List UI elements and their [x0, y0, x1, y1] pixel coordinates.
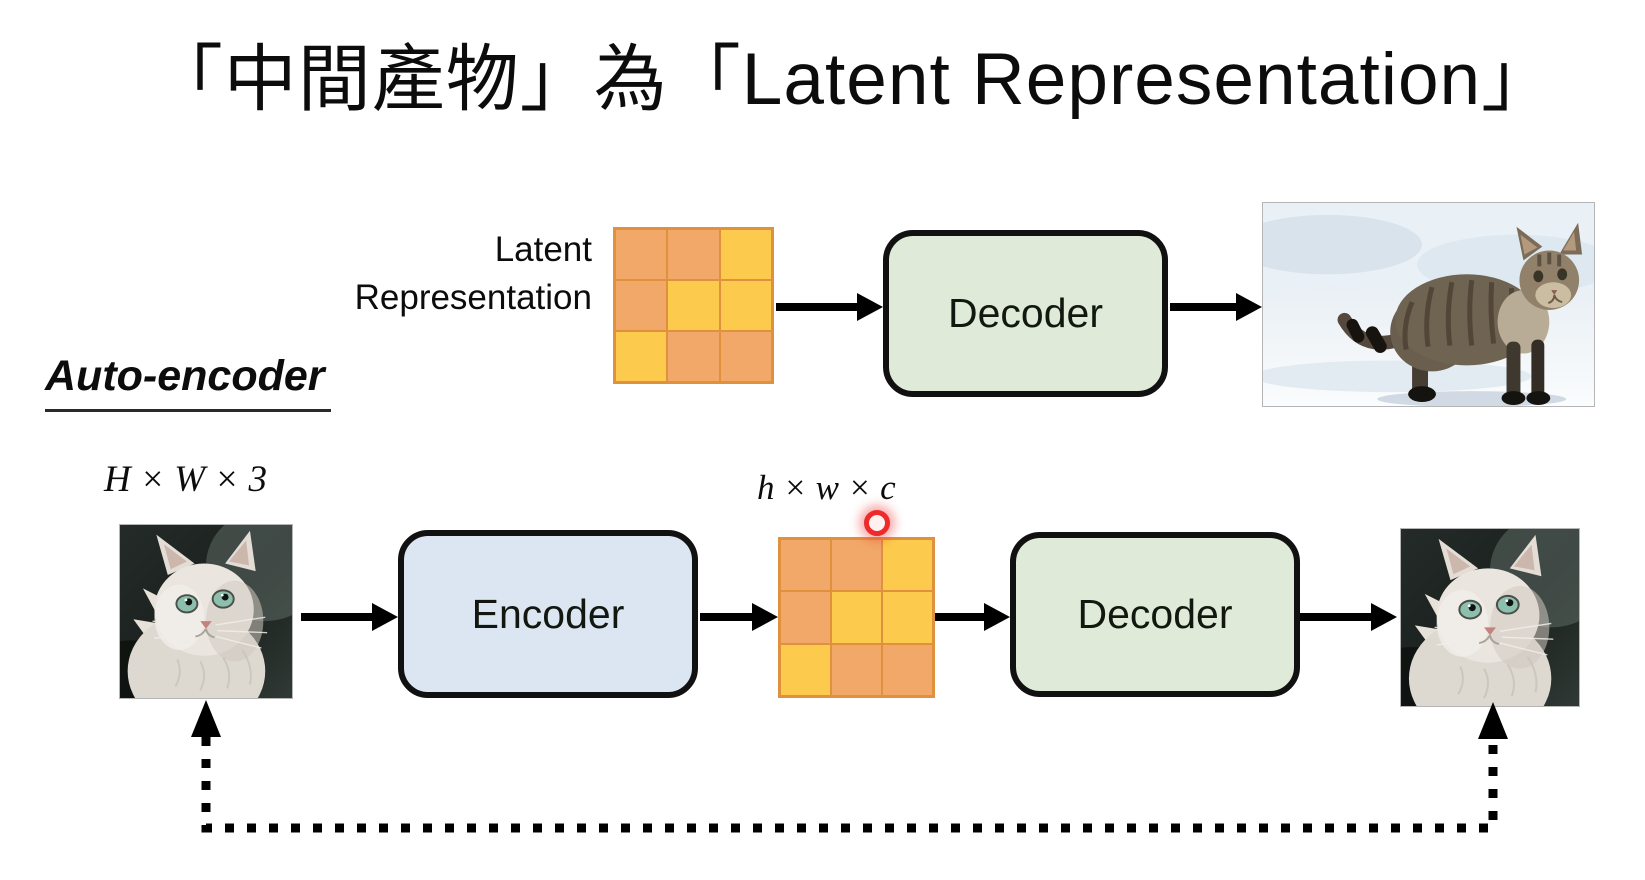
arrow-shaft: [935, 613, 988, 621]
encoder-box: Encoder: [398, 530, 698, 698]
reconstructed-cat-image: [1400, 528, 1580, 707]
arrow-head-icon: [372, 603, 398, 631]
arrow-encoder-to-latent: [700, 603, 778, 631]
latent-grid-cell: [615, 280, 668, 331]
arrow-latent-to-decoder-bottom: [935, 603, 1010, 631]
decoder-box-top: Decoder: [883, 230, 1168, 397]
laser-pointer-dot-icon: [864, 510, 890, 536]
encoder-box-label: Encoder: [471, 590, 625, 637]
latent-grid-cell: [667, 229, 720, 280]
latent-grid-bottom: [778, 537, 935, 698]
latent-grid-cell: [667, 280, 720, 331]
latent-grid-cell: [831, 643, 882, 696]
latent-grid-cell: [831, 591, 882, 644]
arrow-shaft: [776, 303, 861, 311]
arrow-head-icon: [1236, 293, 1262, 321]
latent-grid-cell: [882, 591, 933, 644]
latent-grid-cell: [831, 539, 882, 592]
latent-grid-cell: [780, 643, 831, 696]
input-dimensions-label: H × W × 3: [104, 459, 267, 500]
decoder-box-bottom: Decoder: [1010, 532, 1300, 697]
latent-grid-cell: [780, 539, 831, 592]
latent-grid-top: [613, 227, 774, 384]
latent-grid-cell: [719, 280, 772, 331]
tabby-cat-image: [1262, 202, 1595, 407]
white-cat-illustration: [1401, 529, 1579, 706]
arrow-shaft: [1300, 613, 1375, 621]
latent-grid-cell: [719, 229, 772, 280]
arrow-latent-to-decoder: [776, 293, 883, 321]
decoder-box-top-label: Decoder: [948, 290, 1103, 336]
arrow-head-icon: [857, 293, 883, 321]
latent-label-line1: Latent: [494, 230, 592, 269]
arrow-head-icon: [752, 603, 778, 631]
white-cat-illustration: [120, 525, 292, 698]
arrow-shaft: [700, 613, 756, 621]
latent-dimensions-label: h × w × c: [757, 468, 896, 507]
dashed-arrow-head-right-icon: [1478, 702, 1508, 739]
arrow-head-icon: [984, 603, 1010, 631]
latent-grid-cell: [615, 229, 668, 280]
arrow-decoder-to-output: [1170, 293, 1262, 321]
latent-grid-cell: [780, 591, 831, 644]
auto-encoder-label: Auto-encoder: [45, 352, 331, 412]
arrow-input-to-encoder: [301, 603, 398, 631]
arrow-decoder-to-reconstruction: [1300, 603, 1397, 631]
latent-grid-cell: [882, 539, 933, 592]
latent-representation-label: Latent Representation: [280, 226, 592, 322]
latent-grid-cell: [615, 331, 668, 382]
latent-grid-cell: [719, 331, 772, 382]
dashed-arrow-head-left-icon: [191, 700, 221, 737]
arrow-shaft: [301, 613, 376, 621]
arrow-head-icon: [1371, 603, 1397, 631]
input-cat-image: [119, 524, 293, 699]
decoder-box-bottom-label: Decoder: [1077, 591, 1233, 637]
latent-label-line2: Representation: [354, 278, 592, 317]
latent-grid-cell: [882, 643, 933, 696]
latent-grid-cell: [667, 331, 720, 382]
page-title: 「中間產物」為「Latent Representation」: [149, 39, 1556, 120]
tabby-cat-illustration: [1263, 203, 1594, 406]
arrow-shaft: [1170, 303, 1240, 311]
